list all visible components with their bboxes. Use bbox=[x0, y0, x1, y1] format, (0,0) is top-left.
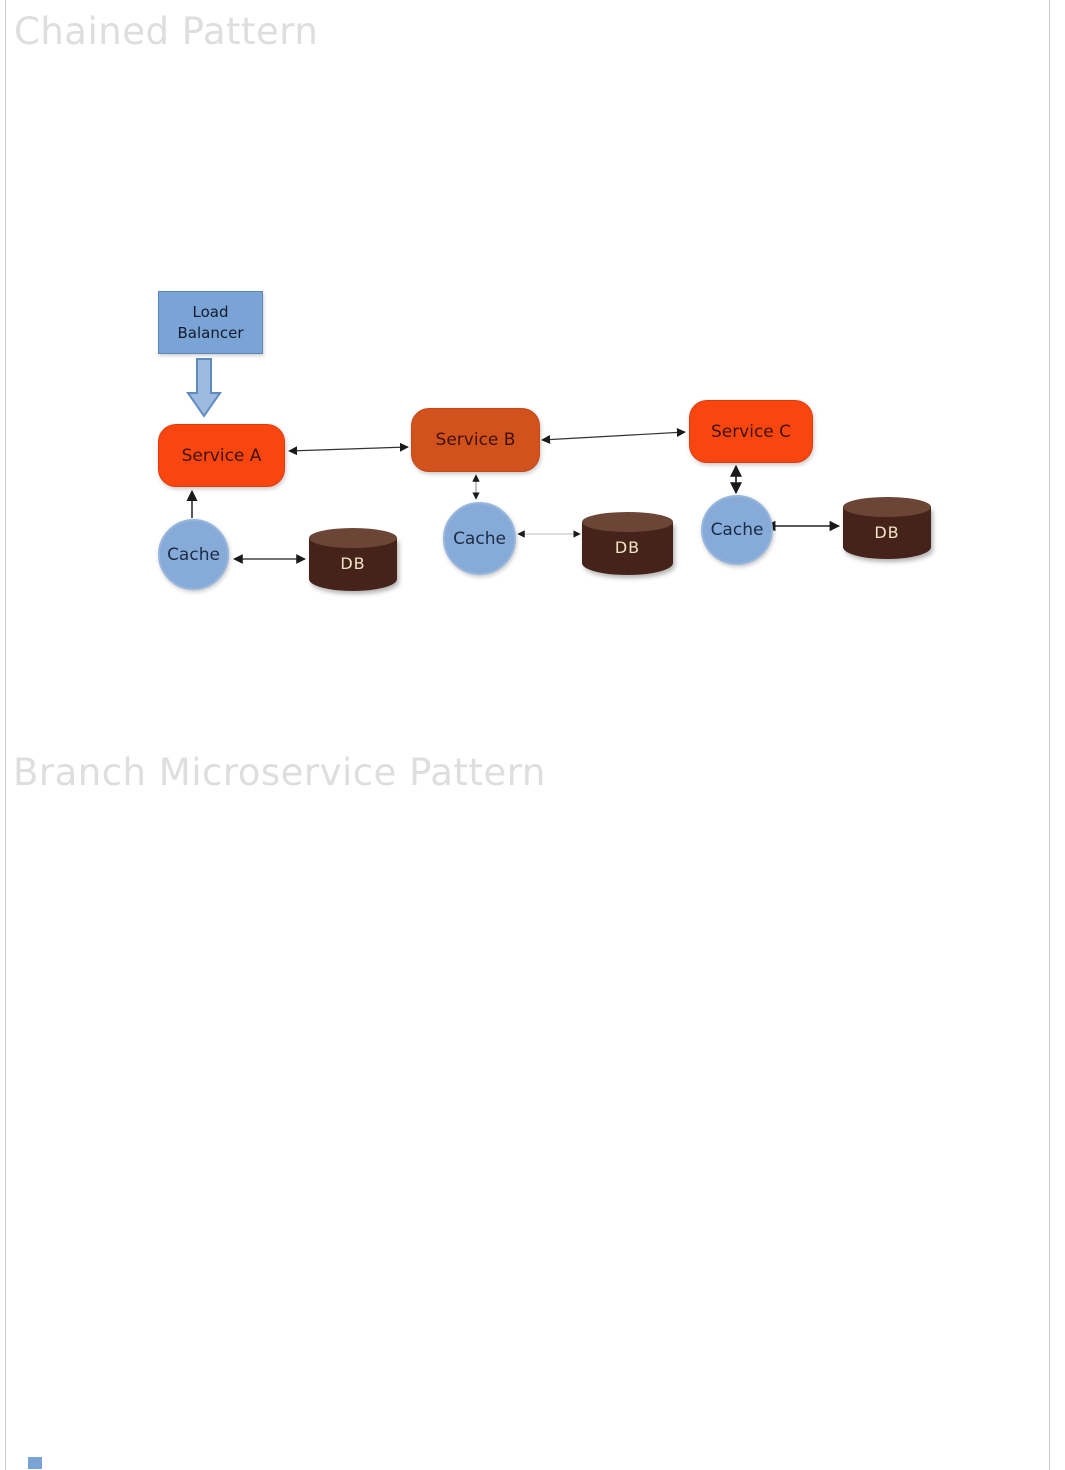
service-a-label: Service A bbox=[181, 445, 262, 466]
load-balancer-label: Load Balancer bbox=[177, 303, 244, 342]
service-b-label: Service B bbox=[435, 430, 516, 450]
database-cylinder-top bbox=[582, 512, 673, 532]
page-border-right bbox=[1049, 0, 1050, 1470]
service-b-node: Service B bbox=[411, 408, 540, 472]
database-node-a: DB bbox=[309, 528, 397, 591]
chained-pattern-heading: Chained Pattern bbox=[14, 10, 319, 53]
cache-b-label: Cache bbox=[453, 528, 506, 549]
db-a-label: DB bbox=[340, 554, 366, 573]
cache-node-b: Cache bbox=[443, 502, 516, 575]
page-border-left bbox=[5, 0, 6, 1470]
database-node-c: DB bbox=[843, 497, 931, 559]
arrow-service-a-service-b bbox=[288, 442, 409, 456]
load-balancer-block-arrow-icon bbox=[186, 358, 222, 418]
service-a-node: Service A bbox=[158, 424, 285, 487]
database-cylinder-top bbox=[309, 528, 397, 548]
load-balancer-node: Load Balancer bbox=[158, 291, 263, 354]
database-node-b: DB bbox=[582, 512, 673, 575]
database-cylinder-top bbox=[843, 497, 931, 517]
cache-c-label: Cache bbox=[710, 520, 764, 540]
arrow-service-b-service-c bbox=[541, 427, 686, 445]
cropped-blue-shape bbox=[28, 1457, 42, 1469]
cache-node-a: Cache bbox=[158, 519, 229, 590]
branch-microservice-pattern-heading: Branch Microservice Pattern bbox=[13, 751, 546, 794]
cache-node-c: Cache bbox=[701, 495, 773, 565]
cache-a-label: Cache bbox=[167, 544, 220, 565]
db-b-label: DB bbox=[614, 538, 641, 557]
db-c-label: DB bbox=[874, 523, 900, 542]
service-c-node: Service C bbox=[689, 400, 813, 463]
service-c-label: Service C bbox=[710, 421, 792, 442]
